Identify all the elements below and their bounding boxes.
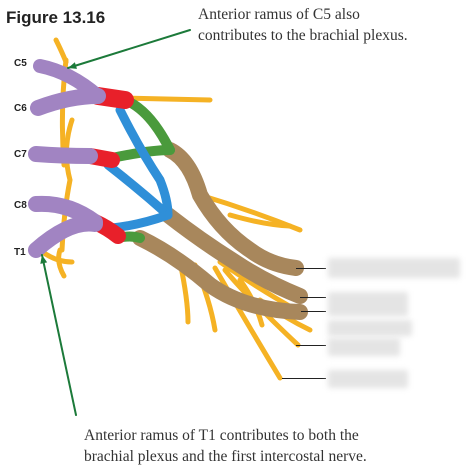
caption-top-line-2: contributes to the brachial plexus. <box>198 27 408 44</box>
caption-top: Anterior ramus of C5 also contributes to… <box>198 4 408 46</box>
blank-label-1 <box>328 258 460 278</box>
blank-label-5 <box>328 370 408 388</box>
callout-arrows <box>40 29 191 416</box>
root-label-c6: C6 <box>14 103 27 114</box>
nerve-radial <box>212 265 283 381</box>
root-c7 <box>28 146 98 164</box>
blank-label-4 <box>328 338 400 356</box>
leader-line-3 <box>301 311 326 312</box>
arrow-to-t1-line <box>41 254 77 416</box>
root-label-t1: T1 <box>14 247 26 258</box>
root-label-c8: C8 <box>14 200 27 211</box>
nerve-pectoral-2 <box>227 212 293 229</box>
leader-line-1 <box>296 268 326 269</box>
division-upper-posterior <box>115 105 173 220</box>
division-middle-posterior <box>103 160 173 220</box>
caption-bottom-line-1: Anterior ramus of T1 contributes to both… <box>84 427 359 444</box>
caption-bottom-line-2: brachial plexus and the first intercosta… <box>84 448 367 465</box>
arrow-to-t1-head <box>40 255 48 264</box>
medial-cord <box>132 230 308 320</box>
blank-label-3 <box>328 320 412 336</box>
caption-bottom: Anterior ramus of T1 contributes to both… <box>84 425 367 467</box>
caption-top-line-1: Anterior ramus of C5 also <box>198 6 360 23</box>
root-label-c7: C7 <box>14 149 27 160</box>
leader-line-5 <box>282 378 326 379</box>
root-label-c5: C5 <box>14 58 27 69</box>
lateral-cord <box>162 142 304 276</box>
leader-line-2 <box>300 297 326 298</box>
leader-line-4 <box>296 345 326 346</box>
blank-label-2 <box>328 292 408 316</box>
root-c6 <box>30 88 106 116</box>
plexus-paths <box>28 59 308 320</box>
division-lower-posterior <box>107 210 173 233</box>
arrow-to-c5-head <box>68 62 77 69</box>
arrow-to-c5-line <box>67 29 191 69</box>
root-t1 <box>28 215 103 258</box>
figure-title: Figure 13.16 <box>6 8 106 27</box>
posterior-cord <box>160 207 308 304</box>
nerve-suprascapular <box>117 95 213 103</box>
